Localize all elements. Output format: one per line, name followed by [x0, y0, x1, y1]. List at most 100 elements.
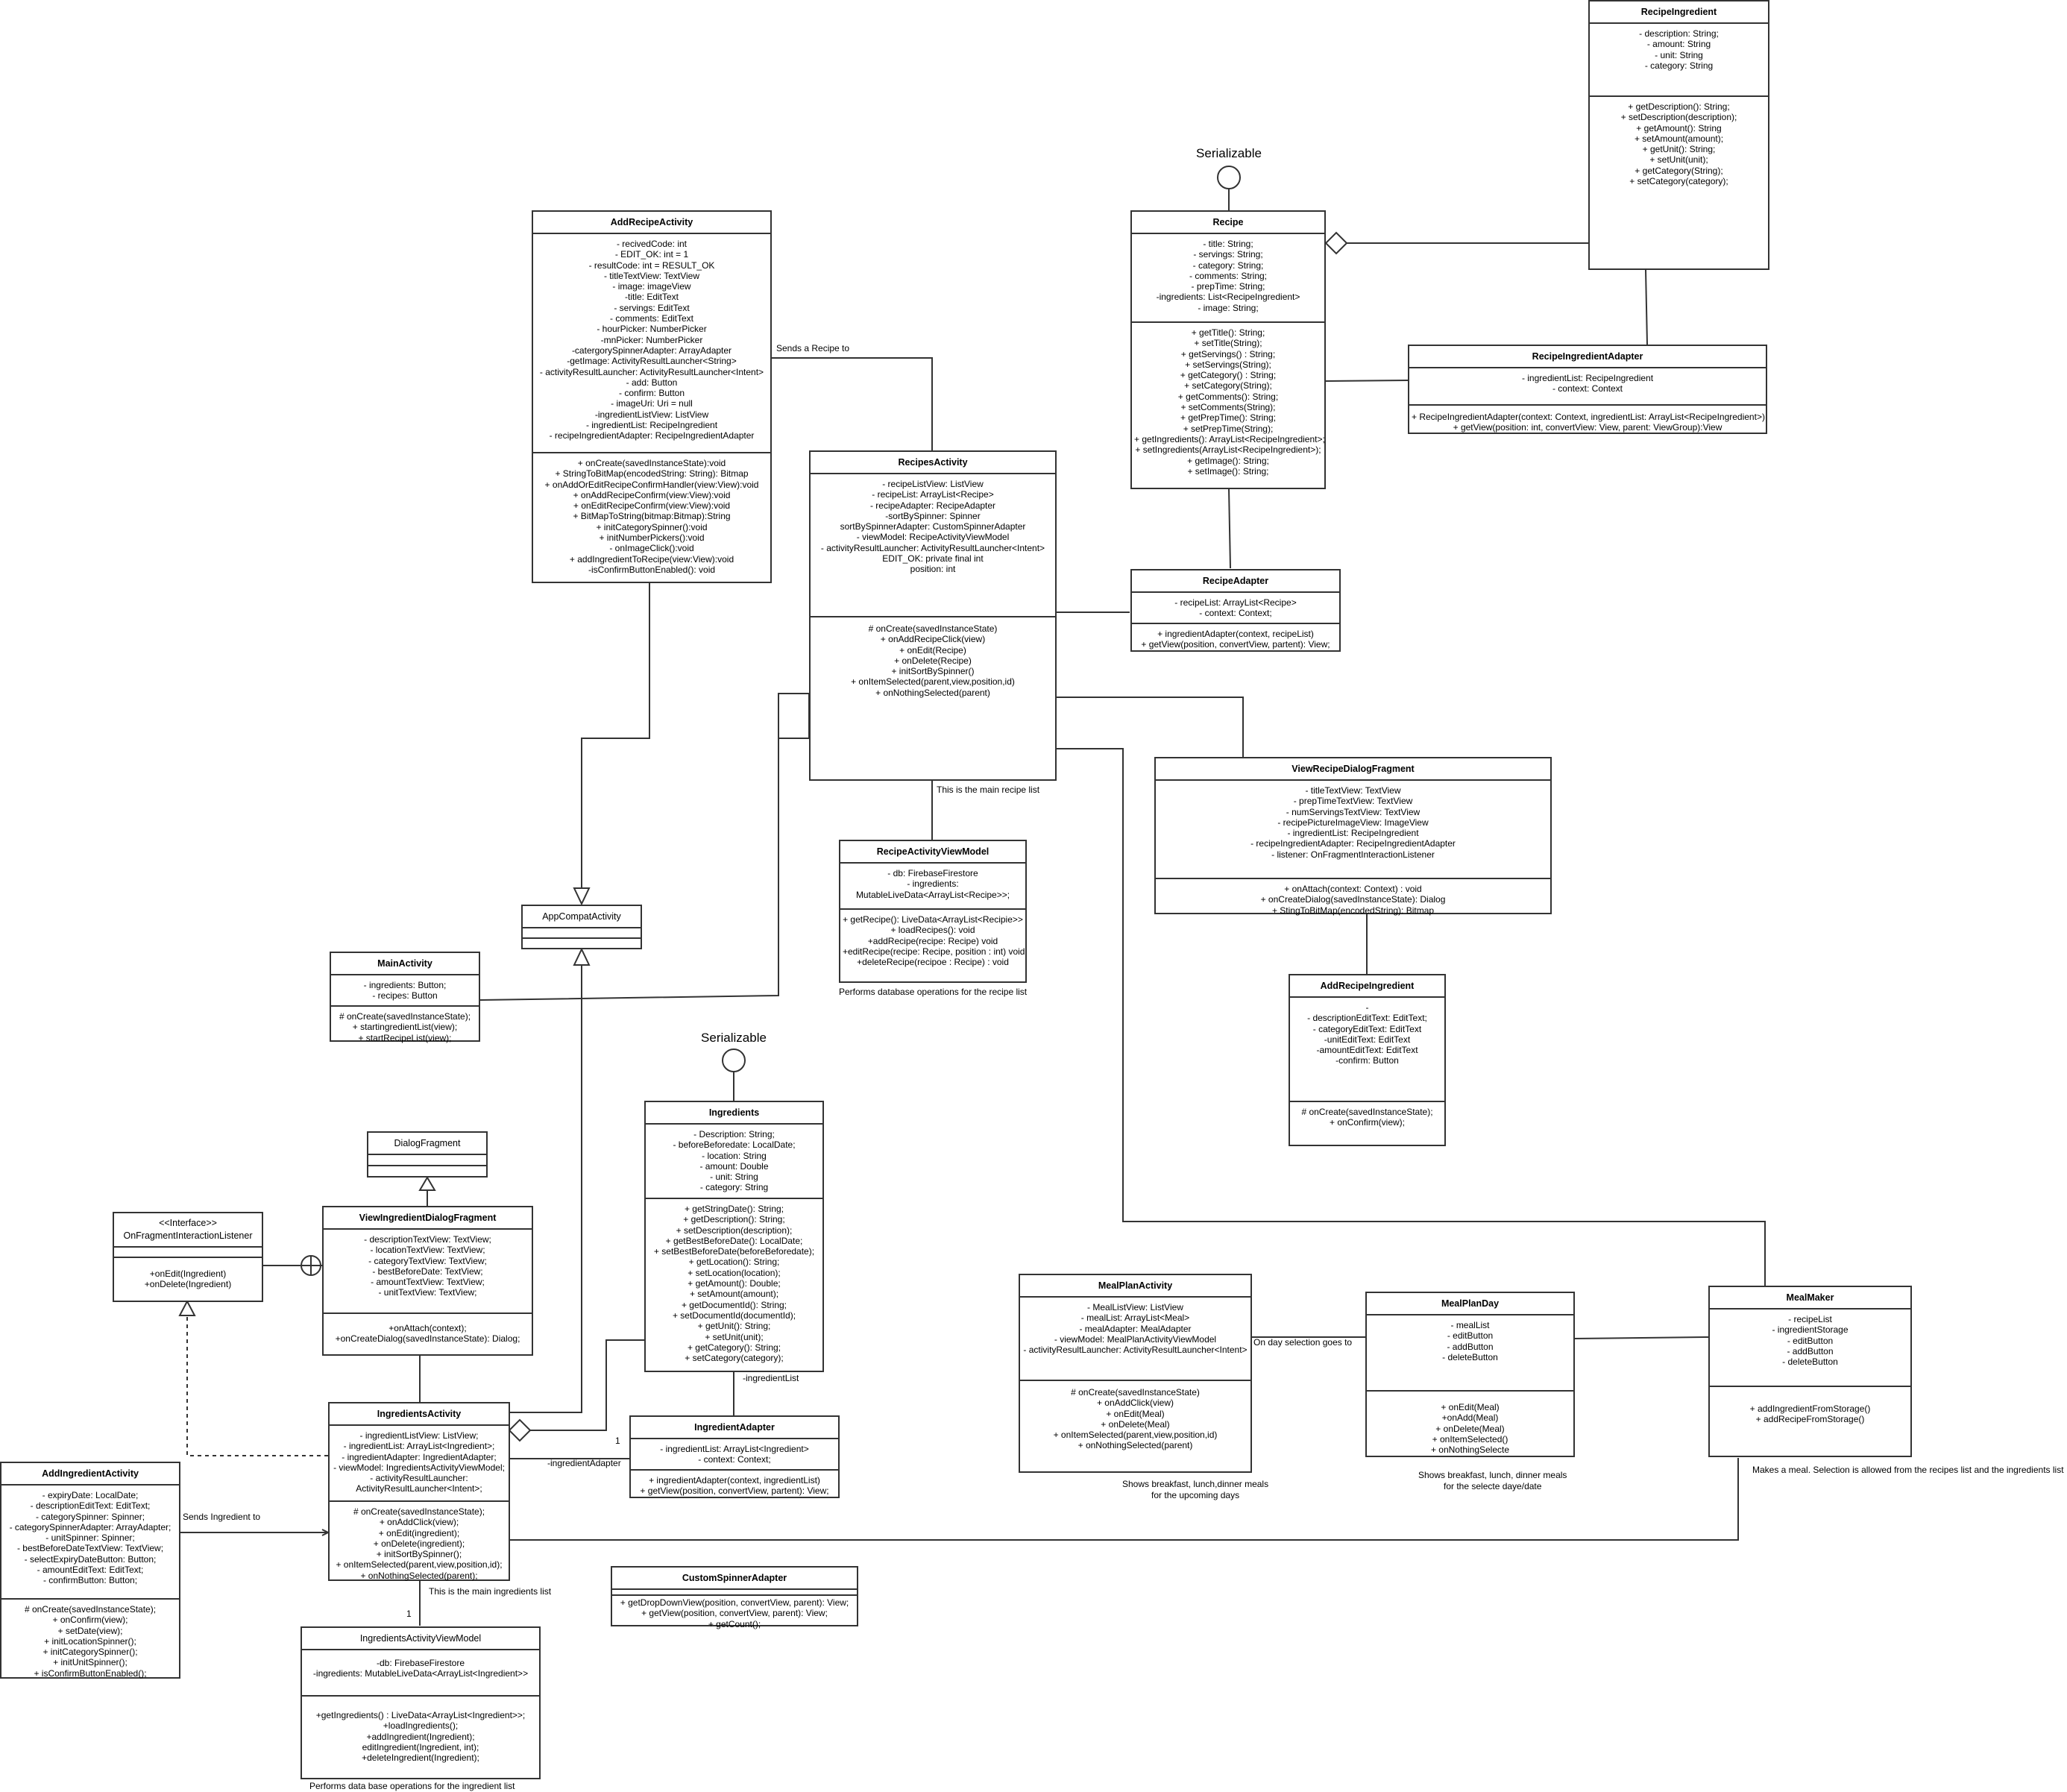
class-attribute: - deleteButton	[1782, 1356, 1838, 1368]
note-db-ops-ingredient: Performs data base operations for the in…	[309, 1781, 515, 1791]
recipesactivity-viewrecipedialog-link	[1056, 697, 1244, 757]
class-viewingredientdialogfragment[interactable]: ViewIngredientDialogFragment - descripti…	[322, 1206, 533, 1356]
class-methods: +onAttach(context);+onCreateDialog(saved…	[324, 1314, 532, 1348]
class-method: # onCreate(savedInstanceState);	[339, 1011, 471, 1022]
class-attribute: -confirm: Button	[1335, 1055, 1399, 1066]
class-attribute: - ingredientList: RecipeIngredient	[585, 420, 718, 431]
class-attribute: - amount: String	[1646, 39, 1711, 50]
class-method: + setLocation(location);	[688, 1267, 781, 1278]
class-method: + setBestBeforeDate(beforeBeforedate);	[653, 1246, 815, 1257]
class-method: + getDocumentId(): String;	[681, 1299, 787, 1310]
recipesactivity-appcompat-link	[778, 694, 810, 739]
class-attribute: - ingredients: Button;	[363, 980, 447, 990]
addrecipe-appcompat-generalization	[581, 583, 650, 888]
class-attributes	[114, 1248, 262, 1258]
class-attribute: -sortBySpinner: Spinner	[885, 510, 981, 521]
class-title: Recipe	[1132, 212, 1324, 234]
class-mainactivity[interactable]: MainActivity - ingredients: Button;- rec…	[330, 952, 480, 1043]
class-method: + addRecipeFromStorage()	[1755, 1414, 1865, 1425]
class-attribute: - editButton	[1447, 1330, 1494, 1342]
class-attribute: -db: FirebaseFirestore	[376, 1658, 465, 1668]
class-recipeingredientadapter[interactable]: RecipeIngredientAdapter - ingredientList…	[1408, 345, 1767, 434]
class-attribute: MutableLiveData<ArrayList<Recipe>>;	[855, 889, 1010, 900]
class-method: + setDate(view);	[57, 1625, 123, 1636]
class-attributes: - Description: String;- beforeBeforedate…	[646, 1125, 822, 1199]
class-dialogfragment[interactable]: DialogFragment	[367, 1131, 488, 1178]
class-attributes: - recipeList: ArrayList<Recipe>- context…	[1132, 593, 1339, 624]
class-method: + setCategory(String);	[1184, 380, 1272, 392]
class-attribute: - EDIT_OK: int = 1	[614, 249, 689, 260]
class-attribute: - add: Button	[626, 377, 678, 388]
class-attribute: - viewModel: IngredientsActivityViewMode…	[333, 1462, 505, 1473]
class-method: + getComments(): String;	[1177, 391, 1279, 402]
class-attribute: - ingredientList: RecipeIngredient	[1521, 373, 1654, 383]
class-mealplanactivity[interactable]: MealPlanActivity - MealListView: ListVie…	[1019, 1274, 1252, 1473]
class-attribute: - MealListView: ListView	[1087, 1302, 1183, 1312]
class-attributes	[612, 1590, 857, 1596]
class-mealplanday[interactable]: MealPlanDay - mealList- editButton- addB…	[1365, 1292, 1575, 1457]
class-method: + setIngredients(ArrayList<RecipeIngredi…	[1135, 444, 1321, 456]
class-attribute: -ingredients: MutableLiveData<ArrayList<…	[312, 1668, 529, 1679]
class-attribute: - activityResultLauncher: ActivityResult…	[539, 366, 764, 377]
class-addingredientactivity[interactable]: AddIngredientActivity - expiryDate: Loca…	[0, 1462, 180, 1679]
class-mealmaker[interactable]: MealMaker - recipeList- ingredientStorag…	[1708, 1286, 1912, 1457]
class-attribute: - amount: Double	[699, 1160, 769, 1172]
class-methods: + getRecipe(): LiveData<ArrayList<Recipi…	[840, 910, 1025, 970]
class-recipesactivity[interactable]: RecipesActivity - recipeListView: ListVi…	[809, 450, 1057, 781]
class-method: + onEdit(Meal)	[1441, 1402, 1500, 1412]
class-methods: +getIngredients() : LiveData<ArrayList<I…	[302, 1697, 539, 1766]
class-attribute: - amountTextView: TextView;	[371, 1277, 485, 1288]
class-method: + onDelete(ingredient);	[373, 1538, 465, 1549]
class-method: + initLocationSpinner();	[44, 1635, 136, 1647]
class-ingredients[interactable]: Ingredients - Description: String;- befo…	[644, 1101, 824, 1372]
class-customspinneradapter[interactable]: CustomSpinnerAdapter + getDropDownView(p…	[611, 1566, 858, 1629]
class-method: + setComments(String);	[1180, 402, 1276, 413]
class-method: + onItemSelected(parent,view,position,id…	[851, 676, 1015, 688]
mealplanday-mealmaker-link	[1573, 1336, 1709, 1339]
class-attribute: - image: imageView	[612, 281, 691, 292]
class-ingredientsactivityviewmodel[interactable]: IngredientsActivityViewModel -db: Fireba…	[301, 1626, 541, 1779]
class-attribute: - ingredientList: ArrayList<Ingredient>	[660, 1444, 809, 1454]
class-method: + setUnit(unit);	[1649, 154, 1708, 166]
class-methods: + getStringDate(): String;+ getDescripti…	[646, 1199, 822, 1366]
class-attribute: - descriptionTextView: TextView;	[364, 1234, 491, 1245]
class-attribute: - description: String;	[1639, 28, 1719, 39]
note-makes-meal: Makes a meal. Selection is allowed from …	[1752, 1465, 2064, 1475]
class-method: + onNothingSelected(parent);	[360, 1570, 478, 1581]
class-methods: # onCreate(savedInstanceState);+ onConfi…	[1, 1600, 179, 1682]
class-ingredientadapter[interactable]: IngredientAdapter - ingredientList: Arra…	[629, 1415, 840, 1498]
class-method: +addRecipe(recipe: Recipe) void	[867, 935, 998, 946]
class-recipe[interactable]: Recipe - title: String;- servings: Strin…	[1130, 210, 1326, 489]
class-recipeadapter[interactable]: RecipeAdapter - recipeList: ArrayList<Re…	[1130, 569, 1341, 652]
class-method: + onEditRecipeConfirm(view:View):void	[573, 500, 731, 512]
class-addrecipeingredient[interactable]: AddRecipeIngredient -- descriptionEditTe…	[1289, 974, 1446, 1146]
note-main-recipe-list: This is the main recipe list	[937, 785, 1040, 795]
class-method: + onItemSelected(parent,view,position,id…	[336, 1559, 503, 1571]
class-title: AddRecipeIngredient	[1290, 975, 1444, 998]
ingredients-ingredientsactivity-aggregation	[530, 1339, 644, 1431]
class-attribute: - recivedCode: int	[616, 239, 688, 249]
class-addrecipeactivity[interactable]: AddRecipeActivity - recivedCode: int- ED…	[532, 210, 772, 583]
note-main-ingredients-list: This is the main ingredients list	[429, 1586, 552, 1597]
class-attribute: - categorySpinnerAdapter: ArrayAdapter;	[9, 1521, 172, 1532]
class-method: + setServings(String);	[1185, 359, 1271, 370]
interface-onfragmentinteractionlistener[interactable]: <<Interface>> OnFragmentInteractionListe…	[113, 1212, 263, 1302]
class-attribute: -unitEditText: EditText	[1324, 1034, 1411, 1045]
class-title: IngredientsActivity	[330, 1403, 509, 1426]
class-recipeingredient[interactable]: RecipeIngredient - description: String;-…	[1588, 0, 1769, 270]
class-recipeactivityviewmodel[interactable]: RecipeActivityViewModel - db: FirebaseFi…	[839, 840, 1027, 983]
class-method: + onCreate(savedInstanceState):void	[577, 458, 726, 468]
aggregation-diamond	[1324, 231, 1348, 255]
class-attribute: - amountEditText: EditText;	[37, 1565, 144, 1576]
class-viewrecipedialogfragment[interactable]: ViewRecipeDialogFragment - titleTextView…	[1154, 757, 1552, 916]
class-attributes: - description: String;- amount: String- …	[1590, 24, 1768, 97]
class-appcompatactivity[interactable]: AppCompatActivity	[521, 905, 642, 949]
class-attributes: - title: String;- servings: String;- cat…	[1132, 234, 1324, 323]
serializable-interface-circle	[1217, 166, 1241, 189]
class-method: + getCategory(String);	[1635, 165, 1723, 176]
class-ingredientsactivity[interactable]: IngredientsActivity - ingredientListView…	[328, 1402, 510, 1581]
class-attribute: - categoryTextView: TextView;	[368, 1255, 487, 1266]
class-attribute: - bestBeforeDateTextView: TextView;	[16, 1543, 164, 1554]
class-method: + StingToBitMap(encodedString): Bitmap	[1271, 905, 1435, 916]
class-title: CustomSpinnerAdapter	[612, 1568, 857, 1590]
